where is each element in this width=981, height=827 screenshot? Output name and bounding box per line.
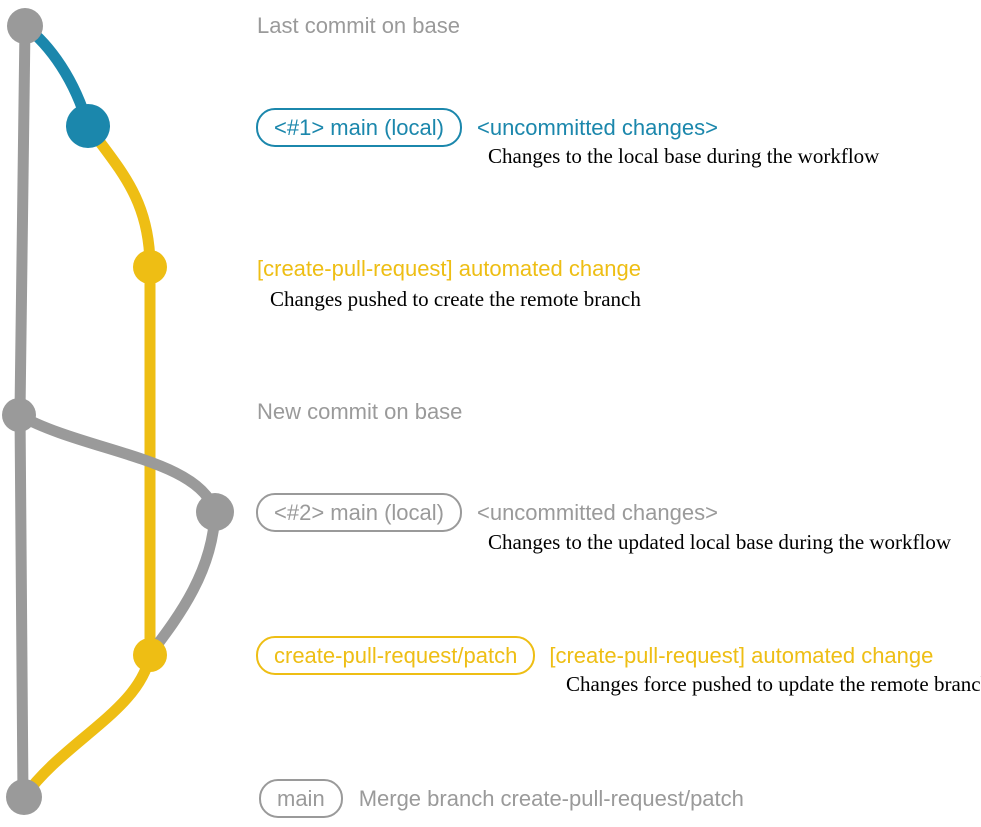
branch2-row: <#2> main (local) <uncommitted changes> xyxy=(256,493,718,532)
branch1-tag: <#1> main (local) xyxy=(256,108,462,147)
patch-branch-tag: create-pull-request/patch xyxy=(256,636,536,675)
patch-branch-upper-line xyxy=(82,120,156,273)
patch-branch-row: create-pull-request/patch [create-pull-r… xyxy=(256,636,933,675)
commit2-to-patch-line xyxy=(145,506,221,659)
branch2-tag: <#2> main (local) xyxy=(256,493,462,532)
label-last-commit-on-base: Last commit on base xyxy=(257,13,460,38)
merge-label: Merge branch create-pull-request/patch xyxy=(358,785,744,811)
commit-node-merge xyxy=(6,779,42,815)
merge-row: main Merge branch create-pull-request/pa… xyxy=(259,779,744,818)
branch2-note: Changes to the updated local base during… xyxy=(488,530,952,554)
branch1-status-label: <uncommitted changes> xyxy=(476,114,718,140)
patch-commit-title: [create-pull-request] automated change xyxy=(549,642,934,668)
base-to-commit2-line xyxy=(13,409,221,518)
commit-node-automated-1 xyxy=(133,250,167,284)
patch-commit-note: Changes force pushed to update the remot… xyxy=(566,672,981,696)
branch1-note: Changes to the local base during the wor… xyxy=(488,144,880,168)
branch1-row: <#1> main (local) <uncommitted changes> xyxy=(256,108,718,147)
commit-node-automated-2 xyxy=(133,638,167,672)
commit1-title: [create-pull-request] automated change xyxy=(257,256,642,281)
main-tag: main xyxy=(259,779,343,818)
commit-node-last-base xyxy=(7,8,43,44)
commit-node-local-2 xyxy=(196,493,234,531)
branch2-status-label: <uncommitted changes> xyxy=(476,499,718,525)
commit-node-new-base xyxy=(2,398,36,432)
commit-node-local-1 xyxy=(66,104,110,148)
patch-merge-line xyxy=(18,649,156,803)
label-new-commit-on-base: New commit on base xyxy=(257,399,463,424)
commit1-note: Changes pushed to create the remote bran… xyxy=(270,287,641,311)
